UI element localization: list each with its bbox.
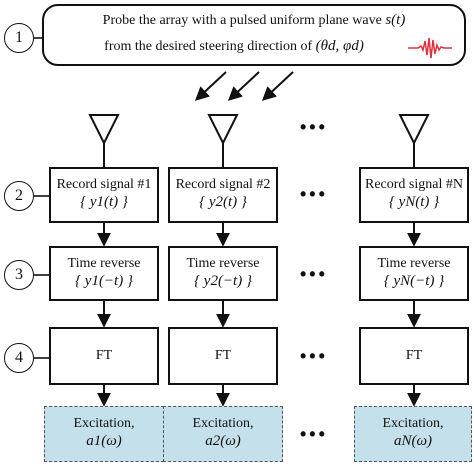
step-number-4: 4 xyxy=(4,343,34,373)
pulse-waveform-icon xyxy=(408,37,452,59)
ellipsis: ••• xyxy=(300,264,328,284)
time-reverse-box-n: Time reverse { yN(−t) } xyxy=(359,246,469,301)
ellipsis: ••• xyxy=(300,184,328,204)
probe-line-1: Probe the array with a pulsed uniform pl… xyxy=(44,12,464,29)
excitation-label: Excitation, xyxy=(382,416,444,431)
time-reverse-label: Time reverse xyxy=(186,256,260,271)
excitation-box-n: Excitation, aN(ω) xyxy=(354,406,472,462)
record-signal-label: Record signal #N xyxy=(365,177,463,192)
probe-line-1-math: s(t) xyxy=(385,12,406,28)
antenna-icon xyxy=(88,114,120,167)
step-number-2: 2 xyxy=(4,181,34,211)
record-signal-box-n: Record signal #N { yN(t) } xyxy=(359,167,469,223)
excitation-value: a1(ω) xyxy=(86,433,122,449)
ft-box-1: FT xyxy=(49,327,159,385)
record-signal-label: Record signal #2 xyxy=(175,177,271,192)
time-reverse-box-2: Time reverse { y2(−t) } xyxy=(168,246,278,301)
time-reverse-value: { y2(−t) } xyxy=(194,273,252,289)
probe-line-2-text: from the desired steering direction of xyxy=(104,39,313,54)
record-signal-value: { y1(t) } xyxy=(80,194,128,210)
time-reverse-label: Time reverse xyxy=(67,256,141,271)
ft-box-n: FT xyxy=(359,327,469,385)
probe-line-2-math: (θd, φd) xyxy=(315,38,364,54)
record-signal-value: { y2(t) } xyxy=(199,194,247,210)
step-number-3: 3 xyxy=(4,260,34,290)
ellipsis: ••• xyxy=(300,424,328,444)
excitation-value: a2(ω) xyxy=(205,433,241,449)
probe-line-2: from the desired steering direction of (… xyxy=(44,38,464,55)
down-arrow-icon xyxy=(97,223,421,407)
time-reverse-label: Time reverse xyxy=(377,256,451,271)
step-number-1: 1 xyxy=(4,23,34,53)
excitation-box-1: Excitation, a1(ω) xyxy=(44,406,164,462)
record-signal-box-1: Record signal #1 { y1(t) } xyxy=(49,167,159,223)
step-connector xyxy=(34,37,49,359)
incident-arrow-icon xyxy=(194,71,294,101)
record-signal-box-2: Record signal #2 { y2(t) } xyxy=(168,167,278,223)
antenna-icon xyxy=(398,114,430,167)
time-reverse-value: { yN(−t) } xyxy=(383,273,445,289)
antenna-icon xyxy=(207,114,239,167)
probe-line-1-text: Probe the array with a pulsed uniform pl… xyxy=(102,13,382,28)
ellipsis: ••• xyxy=(300,346,328,366)
time-reverse-value: { y1(−t) } xyxy=(75,273,133,289)
ft-box-2: FT xyxy=(168,327,278,385)
record-signal-label: Record signal #1 xyxy=(56,177,152,192)
probe-box: Probe the array with a pulsed uniform pl… xyxy=(42,4,466,66)
excitation-value: aN(ω) xyxy=(393,433,433,449)
excitation-label: Excitation, xyxy=(73,416,135,431)
excitation-label: Excitation, xyxy=(192,416,254,431)
excitation-box-2: Excitation, a2(ω) xyxy=(163,406,283,462)
record-signal-value: { yN(t) } xyxy=(388,194,440,210)
time-reverse-box-1: Time reverse { y1(−t) } xyxy=(49,246,159,301)
ellipsis: ••• xyxy=(300,117,328,137)
